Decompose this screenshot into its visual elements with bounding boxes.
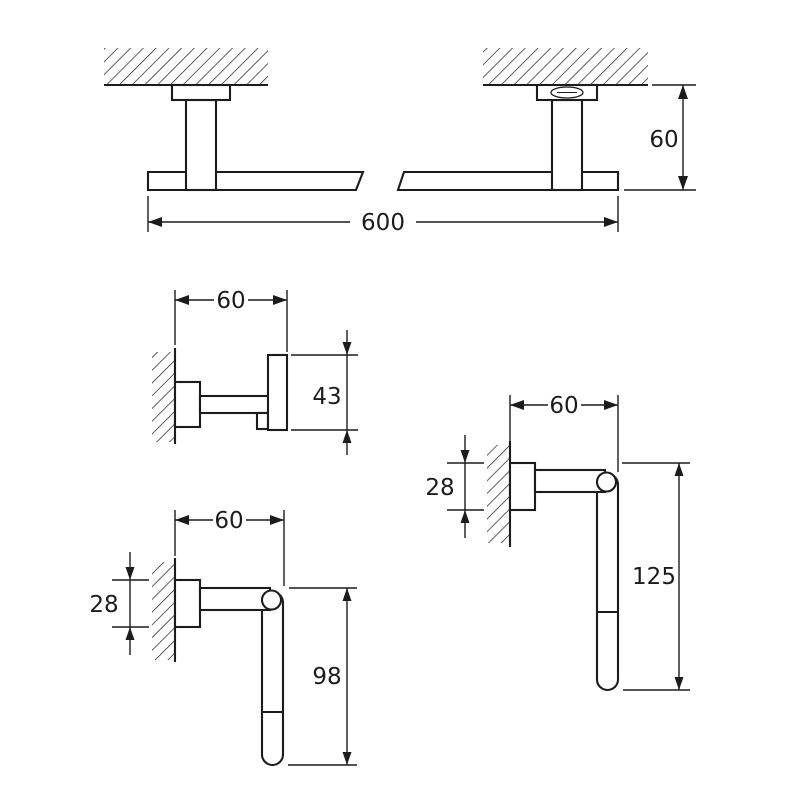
wall-hatch-hook [152, 352, 175, 442]
dimension-label-holder1-60: 60 [214, 508, 243, 534]
holder1-mount-plate [173, 578, 202, 629]
robe-hook-view: 60 43 [152, 288, 358, 455]
holder2-roller [595, 472, 620, 692]
wall-hatch-holder1 [152, 562, 175, 660]
dimension-label-hook-43: 43 [312, 384, 341, 410]
wall-hatch-holder2 [487, 445, 510, 543]
dimension-holder1-depth-28: 28 [89, 552, 149, 655]
mount-post-right [550, 98, 584, 192]
hook-face [266, 353, 289, 432]
hook-mount-plate [173, 380, 202, 429]
dimension-label-600: 600 [361, 210, 405, 236]
dimension-hook-height-43: 43 [291, 330, 358, 455]
dimension-holder2-depth-28: 28 [425, 435, 484, 538]
paper-holder-small-view: 60 28 98 [89, 508, 357, 767]
holder2-arm [533, 468, 607, 494]
wall-hatch-left [104, 48, 268, 85]
dimension-label-holder1-28: 28 [89, 592, 118, 618]
holder1-arm [198, 586, 272, 612]
dimension-holder1-width-60: 60 [174, 508, 285, 586]
wall-hatch-right [483, 48, 648, 85]
holder1-pivot-pin [260, 589, 283, 611]
dimension-label-60-bar: 60 [649, 127, 678, 153]
dimension-label-holder2-28: 28 [425, 475, 454, 501]
mount-plate-left [170, 83, 232, 102]
holder1-roller [260, 590, 285, 767]
dimension-holder1-height-98: 98 [288, 587, 357, 766]
hook-arm [198, 394, 272, 415]
dimension-holder2-height-125: 125 [622, 462, 690, 691]
dimension-label-hook-60: 60 [216, 288, 245, 314]
mount-post-left [184, 98, 218, 192]
paper-holder-large-view: 60 28 125 [425, 393, 690, 692]
dimension-width-600: 600 [147, 196, 619, 236]
holder2-pivot-pin [595, 471, 618, 493]
bar-right-segment [396, 170, 620, 192]
dimension-label-holder2-125: 125 [632, 564, 676, 590]
dimension-label-holder2-60: 60 [549, 393, 578, 419]
dimension-holder2-width-60: 60 [509, 393, 619, 472]
bar-left-segment [146, 170, 365, 192]
holder2-mount-plate [508, 461, 537, 512]
towel-bar-view: 600 60 [104, 48, 696, 236]
dimension-hook-width-60: 60 [174, 288, 288, 352]
dimension-label-holder1-98: 98 [312, 664, 341, 690]
hook-lip [255, 411, 270, 431]
dimension-height-60: 60 [624, 84, 696, 191]
